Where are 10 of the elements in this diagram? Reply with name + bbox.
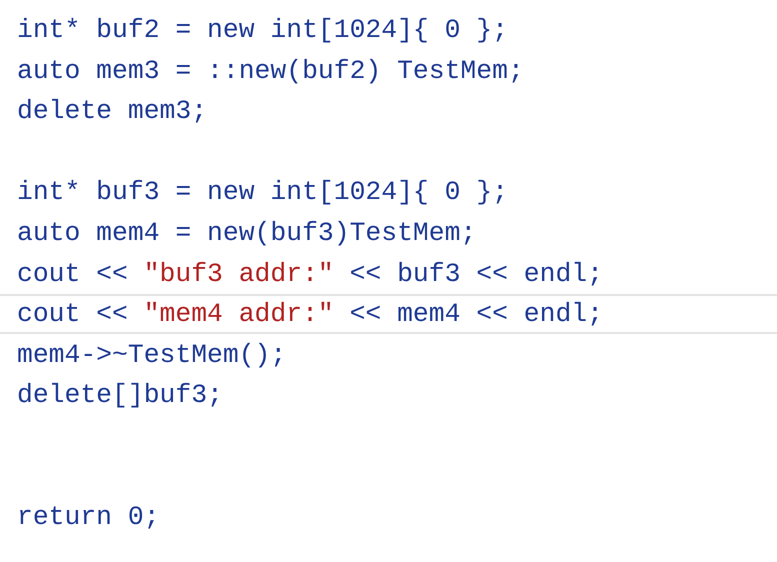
code-line: delete mem3; [17,95,208,128]
code-line: return 0; [17,501,160,534]
code-line: auto mem3 = ::new(buf2) TestMem; [17,54,524,88]
code-line: delete[]buf3; [17,379,223,412]
code-line: mem4->~TestMem(); [17,338,286,372]
code-line: int* buf2 = new int[1024]{ 0 }; [17,14,508,47]
code-line: cout << "mem4 addr:" << mem4 << endl; [17,298,603,332]
code-line: int* buf3 = new int[1024]{ 0 }; [17,176,508,210]
code-line: auto mem4 = new(buf3)TestMem; [17,217,476,250]
code-line: cout << "buf3 addr:" << buf3 << endl; [17,258,603,291]
